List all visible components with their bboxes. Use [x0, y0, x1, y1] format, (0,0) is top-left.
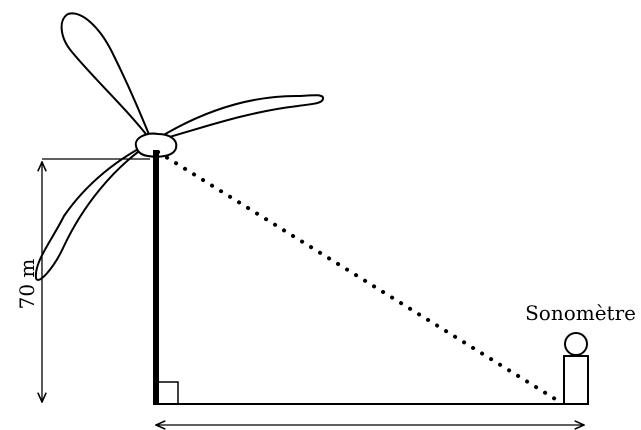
blade-lower: [34, 141, 153, 281]
sound-meter-head: [564, 332, 588, 356]
blade-upper: [60, 12, 153, 143]
sound-meter-label: Sonomètre: [525, 301, 636, 325]
right-angle-marker: [157, 381, 179, 405]
turbine-hub: [134, 132, 178, 158]
sound-meter-body: [563, 355, 589, 405]
sound-path-dotted-line: [156, 150, 562, 404]
sound-meter: [563, 332, 589, 405]
blade-right: [151, 94, 324, 143]
height-label: 70 m: [15, 259, 39, 310]
turbine-blades: [34, 12, 324, 281]
